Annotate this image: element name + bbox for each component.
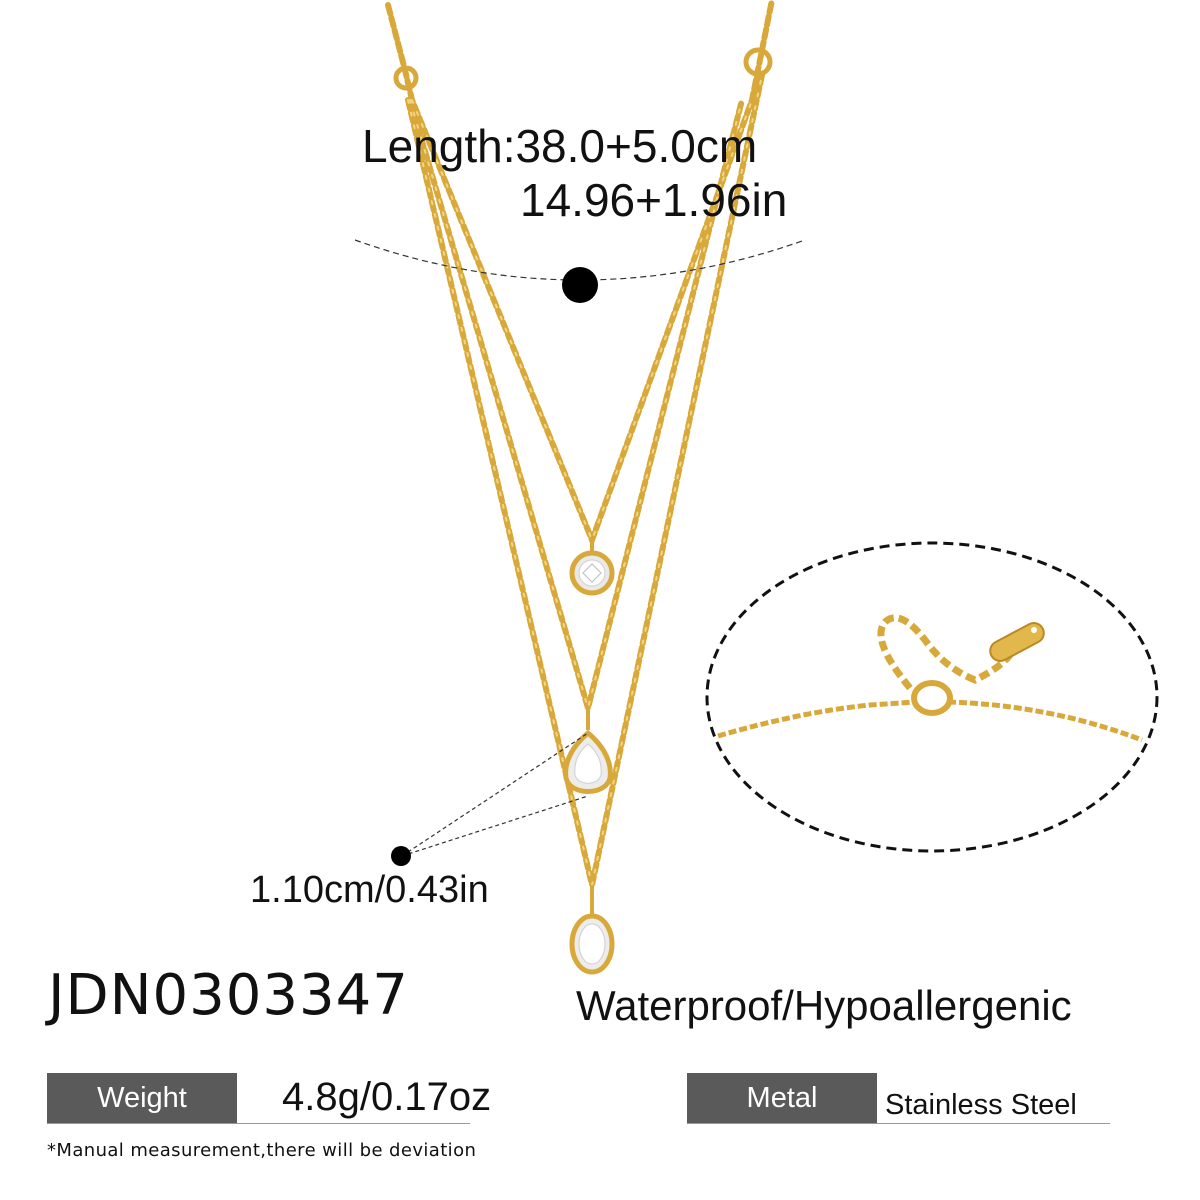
metal-divider [687, 1123, 1110, 1124]
weight-label-box: Weight [47, 1073, 237, 1123]
product-features: Waterproof/Hypoallergenic [576, 982, 1072, 1029]
clasp-detail [705, 541, 1159, 853]
pendant-round [569, 540, 615, 596]
length-in-label: 14.96+1.96in [520, 174, 788, 226]
pendant-oval [569, 885, 615, 975]
measurement-note: *Manual measurement,there will be deviat… [47, 1140, 477, 1161]
product-sku: JDN0303347 [48, 963, 409, 1028]
metal-label: Metal [746, 1081, 818, 1114]
length-cm-label: Length:38.0+5.0cm [362, 120, 758, 172]
jump-ring-right [743, 47, 773, 77]
metal-label-box: Metal [687, 1073, 877, 1123]
pendant-size-label: 1.10cm/0.43in [250, 869, 489, 911]
metal-value: Stainless Steel [885, 1089, 1077, 1121]
pendant-size-callout [391, 732, 589, 866]
weight-label: Weight [97, 1081, 187, 1114]
weight-divider [47, 1123, 470, 1124]
jump-ring-left [393, 65, 419, 91]
length-marker-dot [562, 267, 598, 303]
pendant-teardrop [563, 708, 613, 794]
weight-value: 4.8g/0.17oz [282, 1075, 492, 1119]
length-measure-arc [354, 239, 806, 281]
